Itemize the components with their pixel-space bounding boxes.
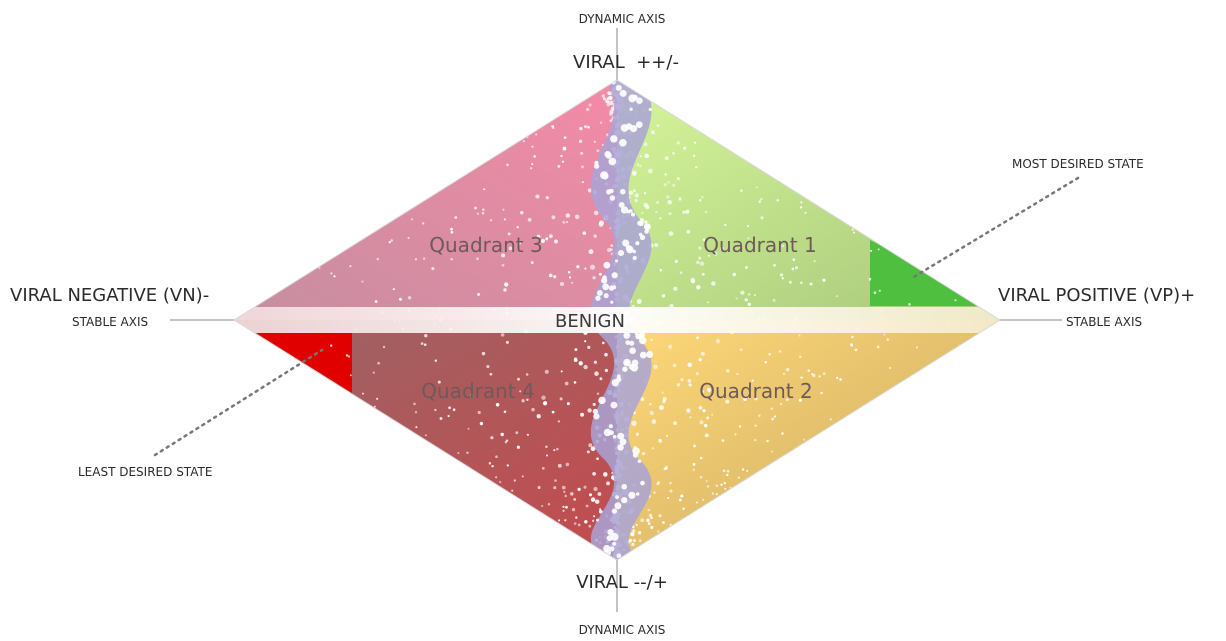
benign-label: BENIGN	[555, 311, 625, 332]
diamond-outline	[233, 79, 1001, 561]
dynamic-axis-bottom-label: DYNAMIC AXIS	[579, 623, 666, 637]
most-desired-label: MOST DESIRED STATE	[1012, 157, 1144, 171]
viral-bottom-label: VIRAL --/+	[576, 572, 668, 593]
least-desired-label: LEAST DESIRED STATE	[78, 465, 212, 479]
viral-negative-label: VIRAL NEGATIVE (VN)-	[10, 285, 209, 306]
stable-axis-left-label: STABLE AXIS	[72, 315, 148, 329]
stable-axis-right-label: STABLE AXIS	[1066, 315, 1142, 329]
quadrant-4-label: Quadrant 4	[421, 379, 534, 403]
least-desired-leader	[153, 348, 324, 457]
benign-band	[234, 307, 1000, 333]
quadrant-2-label: Quadrant 2	[699, 379, 812, 403]
dynamic-axis-top-label: DYNAMIC AXIS	[579, 12, 666, 26]
least-desired-region	[256, 333, 352, 393]
most-desired-region	[870, 240, 1000, 306]
quadrant-3-label: Quadrant 3	[429, 233, 542, 257]
most-desired-leader	[910, 176, 1080, 280]
viral-top-label: VIRAL ++/-	[573, 52, 679, 73]
quadrant-1-label: Quadrant 1	[703, 233, 816, 257]
viral-positive-label: VIRAL POSITIVE (VP)+	[998, 285, 1195, 306]
